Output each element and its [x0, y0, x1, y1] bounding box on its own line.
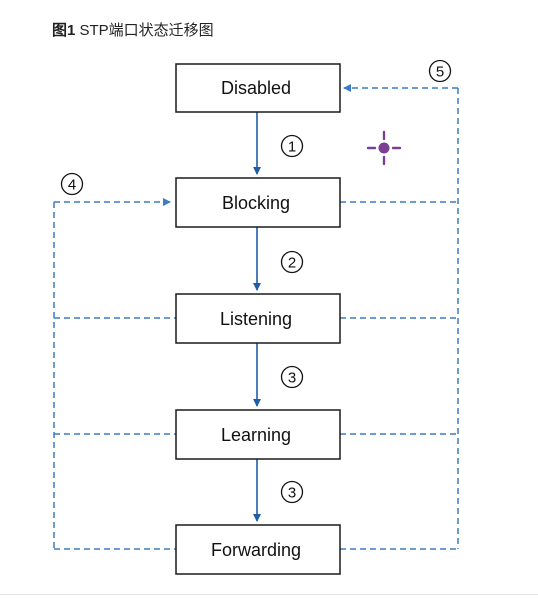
- state-forwarding: Forwarding: [175, 524, 341, 575]
- step-number: 4: [68, 177, 76, 194]
- step-marker-3b: 3: [280, 480, 304, 504]
- state-disabled: Disabled: [175, 63, 341, 113]
- step-number: 3: [288, 370, 296, 387]
- step-number: 1: [288, 139, 296, 156]
- state-label-blocking: Blocking: [222, 193, 290, 213]
- state-label-forwarding: Forwarding: [211, 540, 301, 560]
- figure-label: 图1: [52, 22, 76, 39]
- step-marker-4: 4: [60, 172, 84, 196]
- step-marker-2: 2: [280, 250, 304, 274]
- state-learning: Learning: [175, 409, 341, 460]
- step-marker-3a: 3: [280, 365, 304, 389]
- step-marker-1: 1: [280, 134, 304, 158]
- state-label-learning: Learning: [221, 425, 291, 445]
- figure-caption: 图1 STP端口状态迁移图: [52, 19, 214, 40]
- figure-title: STP端口状态迁移图: [75, 22, 214, 39]
- state-blocking: Blocking: [175, 177, 341, 228]
- return-to-disabled-paths: [340, 84, 459, 550]
- state-label-listening: Listening: [220, 309, 292, 329]
- divider: [0, 594, 538, 595]
- step-number: 5: [436, 64, 444, 81]
- state-listening: Listening: [175, 293, 341, 344]
- step-number: 2: [288, 255, 296, 272]
- state-label-disabled: Disabled: [221, 78, 291, 98]
- return-to-blocking-paths: [53, 198, 176, 550]
- crosshair-marker-icon: [366, 130, 402, 166]
- step-number: 3: [288, 485, 296, 502]
- step-marker-5: 5: [428, 59, 452, 83]
